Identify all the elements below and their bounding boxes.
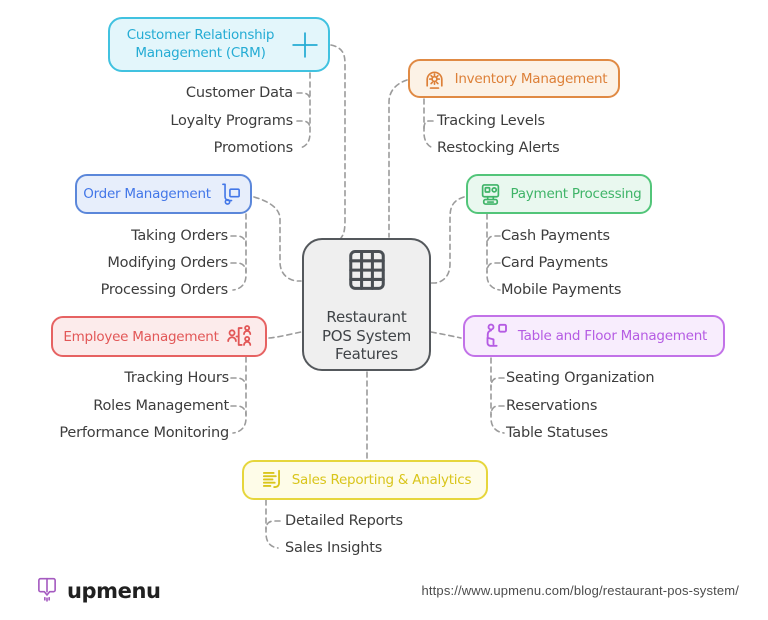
sales-item: Sales Insights <box>285 540 383 556</box>
node-inventory: Inventory Management <box>408 59 620 98</box>
plus-icon <box>290 30 320 60</box>
connector-payment-center <box>429 196 465 284</box>
hand-truck-icon <box>218 181 244 207</box>
node-table-floor: Table and Floor Management <box>463 315 725 357</box>
payment-item: Cash Payments <box>501 228 610 244</box>
center-node: Restaurant POS System Features <box>302 238 431 371</box>
node-order-label: Order Management <box>83 186 211 202</box>
node-payment: Payment Processing <box>466 174 652 214</box>
node-sales: Sales Reporting & Analytics <box>242 460 488 500</box>
table-floor-item: Reservations <box>506 398 598 414</box>
employee-item: Tracking Hours <box>124 370 229 386</box>
node-crm-label: Customer Relationship Management (CRM) <box>126 26 275 61</box>
center-title: Restaurant POS System Features <box>321 308 412 364</box>
connector-employee-center <box>268 331 302 339</box>
gear-dome-icon <box>421 65 448 92</box>
payment-item: Card Payments <box>501 255 608 271</box>
pos-grid-icon <box>341 245 393 301</box>
sales-item: Detailed Reports <box>285 513 403 529</box>
seated-person-icon <box>481 321 511 351</box>
source-url: https://www.upmenu.com/blog/restaurant-p… <box>421 583 739 598</box>
node-crm: Customer Relationship Management (CRM) <box>108 17 330 72</box>
crm-item: Loyalty Programs <box>170 113 293 129</box>
node-employee-label: Employee Management <box>63 328 219 345</box>
order-item: Modifying Orders <box>107 255 228 271</box>
connector-crm-center <box>330 44 346 239</box>
table-floor-item: Seating Organization <box>506 370 655 386</box>
employee-item: Performance Monitoring <box>59 425 229 441</box>
employee-item: Roles Management <box>93 398 229 414</box>
inventory-item: Restocking Alerts <box>437 140 560 156</box>
cash-register-icon <box>477 181 504 208</box>
crm-item: Customer Data <box>185 85 293 101</box>
node-sales-label: Sales Reporting & Analytics <box>291 472 472 488</box>
order-item: Processing Orders <box>100 282 229 298</box>
table-floor-item: Table Statuses <box>506 425 608 441</box>
inventory-item: Tracking Levels <box>437 113 545 129</box>
upmenu-logo-icon <box>34 576 60 606</box>
payment-item: Mobile Payments <box>501 282 622 298</box>
connector-table-center <box>430 331 462 339</box>
brand-name: upmenu <box>67 579 161 603</box>
node-table-floor-label: Table and Floor Management <box>517 328 708 344</box>
node-payment-label: Payment Processing <box>510 186 642 202</box>
order-item: Taking Orders <box>131 228 228 244</box>
org-chart-icon <box>226 322 255 351</box>
connector-order-center <box>253 196 302 282</box>
node-employee: Employee Management <box>51 316 267 357</box>
crm-item: Promotions <box>213 140 294 156</box>
node-order: Order Management <box>75 174 252 214</box>
brand-logo: upmenu <box>34 576 161 606</box>
bar-chart-icon <box>259 467 285 493</box>
node-inventory-label: Inventory Management <box>454 70 608 87</box>
connector-inventory-center <box>388 79 408 238</box>
